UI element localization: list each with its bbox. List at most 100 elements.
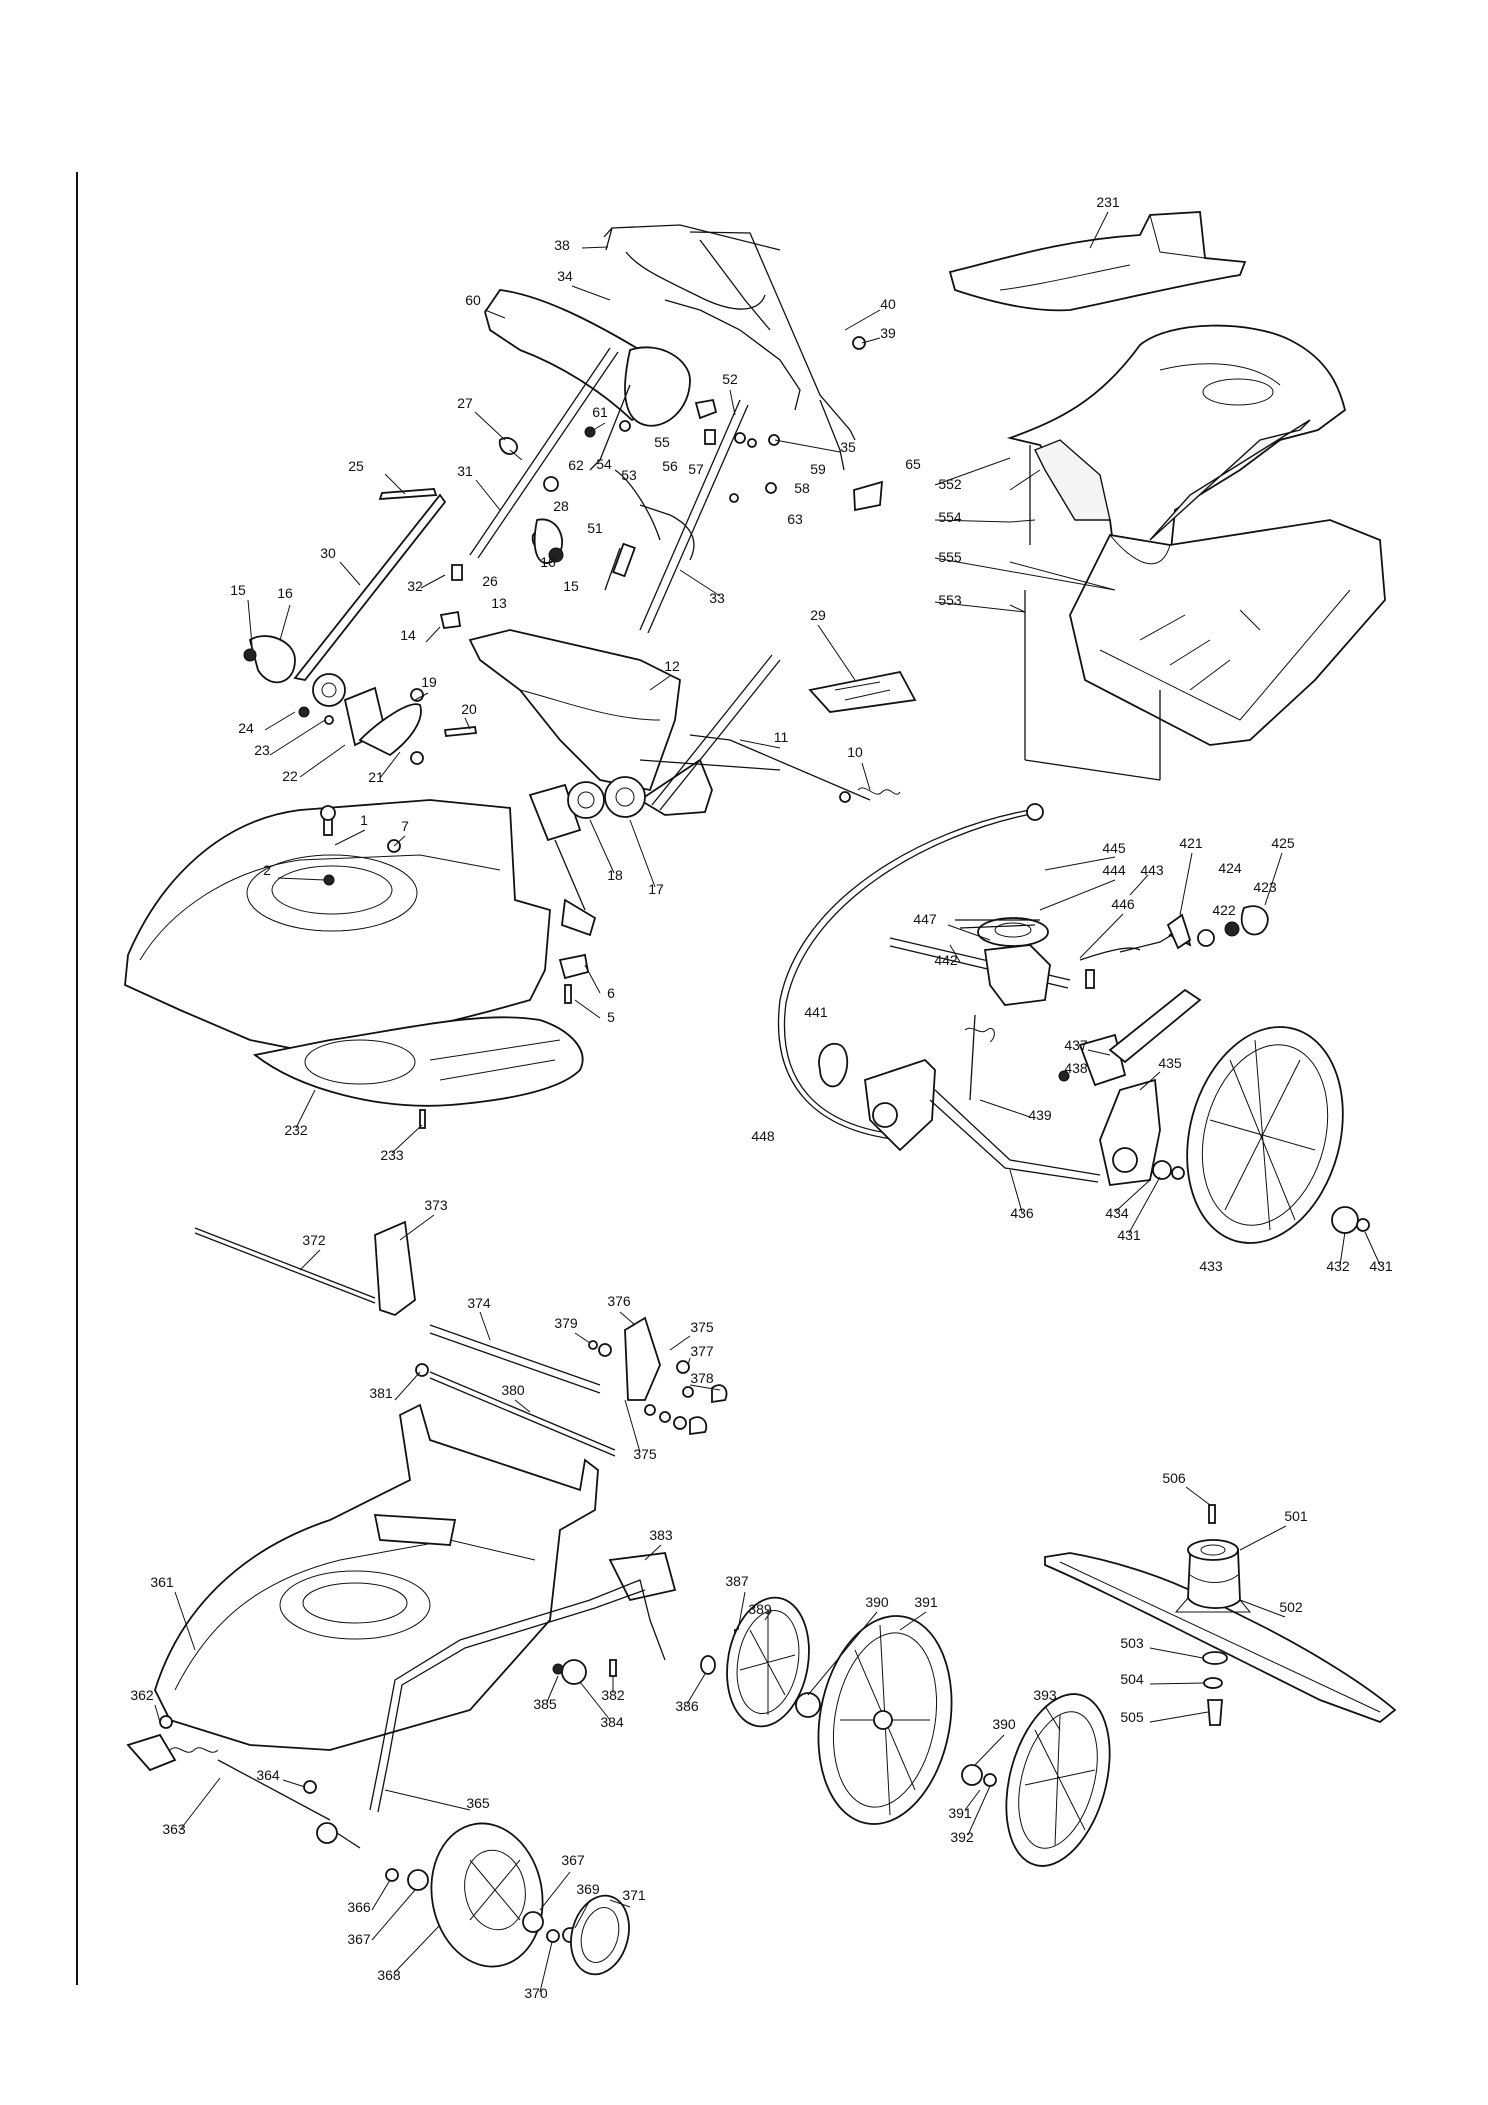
- part-label-378: 378: [690, 1370, 714, 1386]
- part-label-2: 2: [263, 862, 271, 878]
- part-label-11: 11: [774, 729, 789, 745]
- part-label-6: 6: [607, 985, 615, 1001]
- part-label-13: 13: [491, 595, 507, 611]
- part-label-367: 367: [561, 1852, 585, 1868]
- part-label-33: 33: [709, 590, 725, 606]
- part-label-52: 52: [722, 371, 738, 387]
- part-label-361: 361: [150, 1574, 174, 1590]
- part-label-554: 554: [938, 509, 962, 525]
- part-label-21: 21: [368, 769, 384, 785]
- part-front-axle: [126, 1579, 666, 1849]
- part-height-lever: [243, 493, 478, 765]
- part-label-432: 432: [1326, 1258, 1350, 1274]
- part-label-447: 447: [913, 911, 937, 927]
- part-label-23: 23: [254, 742, 270, 758]
- part-label-61: 61: [592, 404, 608, 420]
- leader-lines: [154, 211, 1381, 1993]
- part-label-15: 15: [230, 582, 246, 598]
- part-label-387: 387: [725, 1573, 749, 1589]
- part-label-62: 62: [568, 457, 584, 473]
- part-drive-lever: [1058, 988, 1202, 1186]
- part-label-390: 390: [865, 1594, 889, 1610]
- part-label-386: 386: [675, 1698, 699, 1714]
- part-label-439: 439: [1028, 1107, 1052, 1123]
- part-deck-lower: [154, 1403, 677, 1751]
- part-label-363: 363: [162, 1821, 186, 1837]
- part-blade: [1044, 1504, 1397, 1726]
- part-label-433: 433: [1199, 1258, 1223, 1274]
- part-label-383: 383: [649, 1527, 673, 1543]
- part-label-19: 19: [421, 674, 437, 690]
- part-label-421: 421: [1179, 835, 1203, 851]
- part-axles: [194, 1220, 728, 1457]
- part-label-12: 12: [664, 658, 680, 674]
- part-label-14: 14: [400, 627, 416, 643]
- part-label-26: 26: [482, 573, 498, 589]
- part-label-503: 503: [1120, 1635, 1144, 1651]
- part-label-443: 443: [1140, 862, 1164, 878]
- parts-drawings: [124, 211, 1397, 1993]
- part-label-431: 431: [1117, 1227, 1141, 1243]
- part-label-30: 30: [320, 545, 336, 561]
- part-label-423: 423: [1253, 879, 1277, 895]
- part-label-375: 375: [633, 1446, 657, 1462]
- part-label-16: 16: [277, 585, 293, 601]
- part-label-448: 448: [751, 1128, 775, 1144]
- part-handle-hardware: [378, 336, 917, 713]
- part-label-1: 1: [360, 812, 368, 828]
- part-label-32: 32: [407, 578, 423, 594]
- part-label-365: 365: [466, 1795, 490, 1811]
- part-label-369: 369: [576, 1881, 600, 1897]
- part-label-55: 55: [654, 434, 670, 450]
- part-label-53: 53: [621, 467, 637, 483]
- part-front-wheel-small: [385, 1822, 630, 1976]
- part-label-65: 65: [905, 456, 921, 472]
- part-rear-guard: [468, 629, 901, 816]
- part-label-233: 233: [380, 1147, 404, 1163]
- part-label-367: 367: [347, 1931, 371, 1947]
- part-label-442: 442: [934, 952, 958, 968]
- part-label-375: 375: [690, 1319, 714, 1335]
- part-label-27: 27: [457, 395, 473, 411]
- part-label-431: 431: [1369, 1258, 1393, 1274]
- part-rear-hubcap: [1186, 1026, 1370, 1244]
- part-label-389: 389: [748, 1601, 772, 1617]
- part-label-390: 390: [992, 1716, 1016, 1732]
- part-label-31: 31: [457, 463, 473, 479]
- part-handle: [469, 224, 856, 634]
- part-label-63: 63: [787, 511, 803, 527]
- part-label-7: 7: [401, 818, 409, 834]
- part-label-438: 438: [1064, 1060, 1088, 1076]
- part-label-364: 364: [256, 1767, 280, 1783]
- part-label-54: 54: [596, 456, 612, 472]
- part-label-16: 16: [540, 554, 556, 570]
- part-label-504: 504: [1120, 1671, 1144, 1687]
- part-hub-hardware: [1166, 905, 1269, 950]
- part-label-446: 446: [1111, 896, 1135, 912]
- part-bracket-441: [818, 1014, 1101, 1183]
- part-label-371: 371: [622, 1887, 646, 1903]
- part-label-392: 392: [950, 1829, 974, 1845]
- part-label-434: 434: [1105, 1205, 1129, 1221]
- part-label-51: 51: [587, 520, 603, 536]
- part-front-wheel-large: [795, 1615, 953, 1825]
- part-front-hubcap: [961, 1693, 1111, 1867]
- part-label-40: 40: [880, 296, 896, 312]
- part-label-424: 424: [1218, 860, 1242, 876]
- part-label-15: 15: [563, 578, 579, 594]
- part-label-436: 436: [1010, 1205, 1034, 1221]
- part-label-39: 39: [880, 325, 896, 341]
- part-rear-hubs: [528, 776, 646, 911]
- part-label-425: 425: [1271, 835, 1295, 851]
- part-label-20: 20: [461, 701, 477, 717]
- part-label-5: 5: [607, 1009, 615, 1025]
- part-deflector: [948, 211, 1247, 312]
- part-label-374: 374: [467, 1295, 491, 1311]
- part-label-38: 38: [554, 237, 570, 253]
- part-label-435: 435: [1158, 1055, 1182, 1071]
- part-label-232: 232: [284, 1122, 308, 1138]
- part-label-391: 391: [948, 1805, 972, 1821]
- part-label-29: 29: [810, 607, 826, 623]
- part-label-60: 60: [465, 292, 481, 308]
